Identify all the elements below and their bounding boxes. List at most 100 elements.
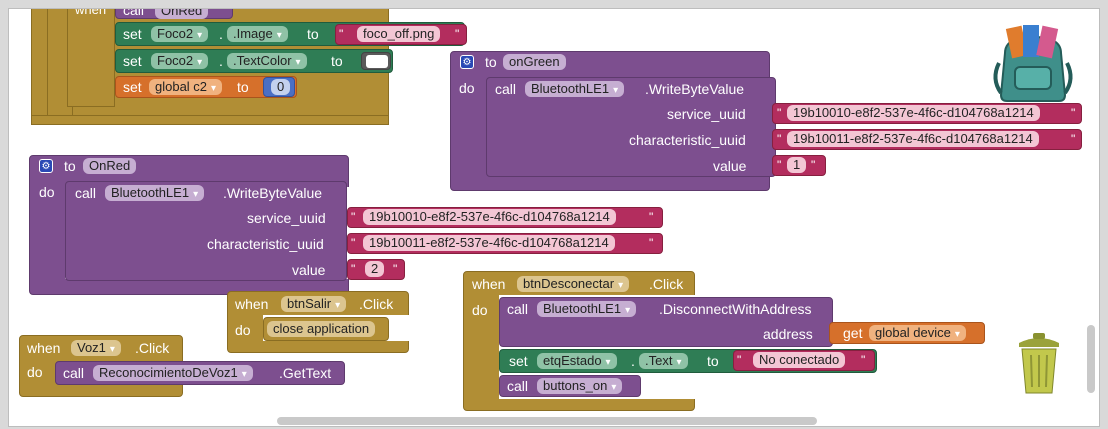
number-zero[interactable]: 0 — [271, 79, 291, 95]
image-prop-label: .Image — [233, 26, 273, 41]
characteristic-uuid-label: characteristic_uuid — [629, 132, 746, 148]
trash-can-icon[interactable] — [1015, 331, 1063, 395]
to-keyword: to — [64, 158, 76, 174]
bluetoothle-label: BluetoothLE1 — [531, 81, 610, 96]
close-quote: " — [811, 158, 816, 172]
reconocimiento-dropdown[interactable]: ReconocimientoDeVoz1▾ — [93, 365, 253, 381]
text-prop-dropdown[interactable]: .Text▾ — [639, 353, 688, 369]
call-keyword: call — [63, 365, 85, 381]
close-quote: " — [1071, 106, 1076, 120]
dot: . — [219, 26, 223, 42]
writebytevalue-method: .WriteByteValue — [645, 81, 745, 97]
service-uuid-text[interactable]: 19b10010-e8f2-537e-4f6c-d104768a1214 — [363, 209, 616, 225]
address-label: address — [763, 326, 813, 342]
global-device-label: global device — [875, 325, 951, 340]
click-event-label: .Click — [359, 296, 394, 312]
set-keyword: set — [123, 79, 142, 95]
to-keyword: to — [707, 353, 719, 369]
chevron-down-icon: ▾ — [611, 382, 617, 393]
call-keyword: call — [507, 378, 529, 394]
vertical-scrollbar[interactable] — [1087, 325, 1095, 393]
no-conectado-text[interactable]: No conectado — [753, 352, 846, 368]
when-keyword: when — [472, 276, 506, 292]
call-keyword: call — [75, 185, 97, 201]
gear-icon[interactable]: ⚙ — [460, 55, 474, 69]
open-quote: " — [737, 353, 742, 367]
chevron-down-icon: ▾ — [676, 357, 682, 368]
chevron-down-icon: ▾ — [276, 30, 282, 41]
close-quote: " — [649, 210, 654, 224]
voz1-dropdown[interactable]: Voz1▾ — [71, 340, 121, 356]
chevron-down-icon: ▾ — [613, 85, 619, 96]
global-c2-dropdown[interactable]: global c2▾ — [149, 79, 223, 95]
set-keyword: set — [509, 353, 528, 369]
backpack-icon[interactable] — [985, 23, 1081, 103]
close-application-label[interactable]: close application — [267, 321, 376, 337]
when-keyword: when — [235, 296, 269, 312]
red-value-text[interactable]: 2 — [365, 261, 385, 277]
do-keyword: do — [472, 302, 488, 318]
close-quote: " — [861, 353, 866, 367]
when-keyword: when — [27, 340, 61, 356]
to-keyword: to — [485, 54, 497, 70]
set-keyword: set — [123, 53, 142, 69]
to-keyword: to — [331, 53, 343, 69]
cut-name-pill[interactable]: OnRed — [155, 9, 209, 19]
chevron-down-icon: ▾ — [193, 189, 199, 200]
ongreen-name-pill[interactable]: onGreen — [503, 54, 566, 70]
open-quote: " — [351, 262, 356, 276]
disconnectwithaddress-method: .DisconnectWithAddress — [659, 301, 812, 317]
characteristic-uuid-text[interactable]: 19b10011-e8f2-537e-4f6c-d104768a1214 — [787, 131, 1039, 147]
chevron-down-icon: ▾ — [618, 280, 624, 291]
close-quote: " — [455, 27, 460, 41]
bluetoothle-label: BluetoothLE1 — [543, 301, 622, 316]
btnsalir-label: btnSalir — [287, 296, 332, 311]
foco2-dropdown[interactable]: Foco2▾ — [151, 53, 209, 69]
chevron-down-icon: ▾ — [954, 329, 960, 340]
event-block-top-bottombar — [31, 115, 389, 125]
dot: . — [219, 53, 223, 69]
horizontal-scrollbar[interactable] — [277, 417, 817, 425]
image-prop-dropdown[interactable]: .Image▾ — [227, 26, 288, 42]
do-keyword: do — [235, 322, 251, 338]
onred-name-pill[interactable]: OnRed — [83, 158, 137, 174]
chevron-down-icon: ▾ — [295, 57, 301, 68]
voz1-label: Voz1 — [77, 340, 106, 355]
btndesconectar-dropdown[interactable]: btnDesconectar▾ — [517, 276, 630, 292]
open-quote: " — [351, 236, 356, 250]
characteristic-uuid-text[interactable]: 19b10011-e8f2-537e-4f6c-d104768a1214 — [363, 235, 615, 251]
do-keyword: do — [459, 80, 475, 96]
open-quote: " — [777, 158, 782, 172]
btnsalir-dropdown[interactable]: btnSalir▾ — [281, 296, 347, 312]
blocks-workspace[interactable]: when call OnRed set Foco2▾ . .Image▾ to … — [8, 8, 1100, 427]
etqestado-dropdown[interactable]: etqEstado▾ — [537, 353, 617, 369]
foco2-dropdown[interactable]: Foco2▾ — [151, 26, 209, 42]
click-event-label: .Click — [135, 340, 170, 356]
service-uuid-label: service_uuid — [247, 210, 326, 226]
click-event-label: .Click — [649, 276, 684, 292]
characteristic-uuid-label: characteristic_uuid — [207, 236, 324, 252]
global-c2-label: global c2 — [155, 79, 208, 94]
global-device-dropdown[interactable]: global device▾ — [869, 325, 966, 341]
open-quote: " — [339, 27, 344, 41]
bluetoothle-dropdown[interactable]: BluetoothLE1▾ — [525, 81, 625, 97]
green-value-text[interactable]: 1 — [787, 157, 807, 173]
close-quote: " — [649, 236, 654, 250]
foco-off-text[interactable]: foco_off.png — [357, 26, 441, 42]
bluetoothle-dropdown[interactable]: BluetoothLE1▾ — [537, 301, 637, 317]
gear-icon[interactable]: ⚙ — [39, 159, 53, 173]
bluetoothle-dropdown[interactable]: BluetoothLE1▾ — [105, 185, 205, 201]
gettext-method: .GetText — [279, 365, 332, 381]
to-keyword: to — [307, 26, 319, 42]
foco2-label: Foco2 — [157, 26, 194, 41]
text-prop-label: .Text — [645, 353, 673, 368]
call-keyword: call — [495, 81, 517, 97]
close-quote: " — [1071, 132, 1076, 146]
chevron-down-icon: ▾ — [605, 357, 611, 368]
to-keyword: to — [237, 79, 249, 95]
btndesconectar-label: btnDesconectar — [523, 276, 615, 291]
buttons-on-dropdown[interactable]: buttons_on▾ — [537, 378, 623, 394]
textcolor-prop-dropdown[interactable]: .TextColor▾ — [227, 53, 307, 69]
service-uuid-text[interactable]: 19b10010-e8f2-537e-4f6c-d104768a1214 — [787, 105, 1040, 121]
do-keyword: do — [39, 184, 55, 200]
